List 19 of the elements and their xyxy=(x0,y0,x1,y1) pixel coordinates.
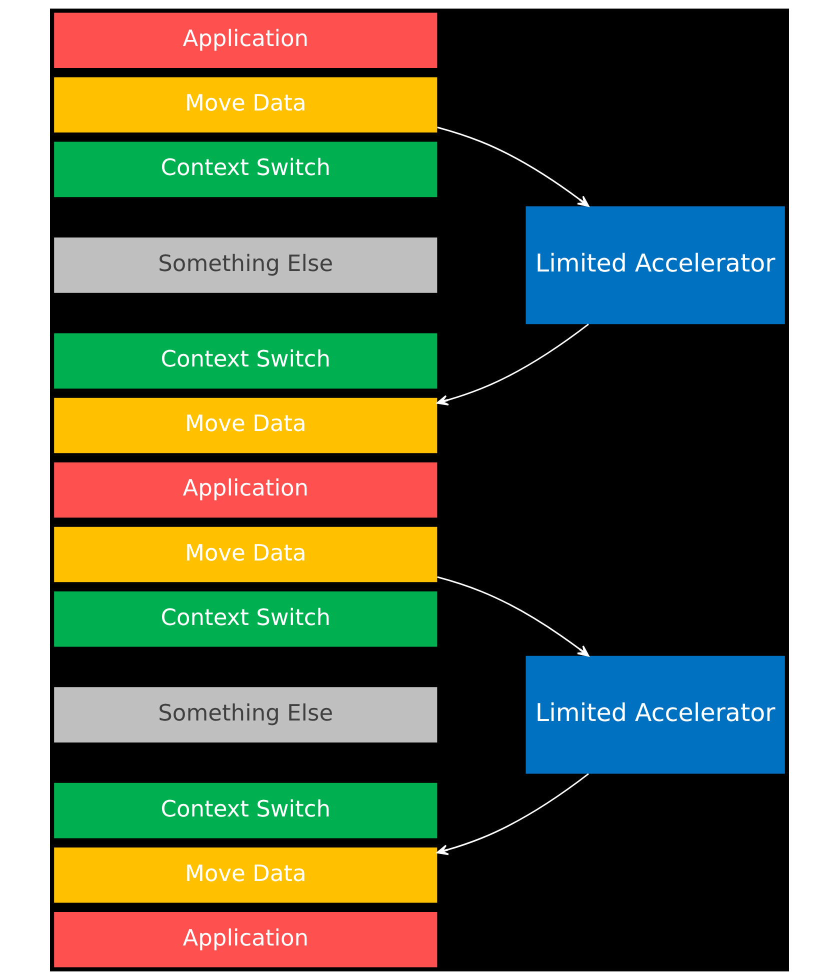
node-box: Move Data xyxy=(54,847,437,903)
node-box: Limited Accelerator xyxy=(525,656,784,774)
arrow xyxy=(436,576,589,657)
node-box: Move Data xyxy=(54,398,437,454)
node-box: Context Switch xyxy=(54,591,437,647)
node-box: Context Switch xyxy=(54,142,437,198)
node-box: Something Else xyxy=(54,687,437,742)
arrow xyxy=(436,126,589,207)
node-box: Application xyxy=(54,12,437,68)
node-box: Something Else xyxy=(54,238,437,293)
node-box: Application xyxy=(54,912,437,968)
node-box: Limited Accelerator xyxy=(525,206,784,324)
arrow xyxy=(436,324,588,406)
node-box: Context Switch xyxy=(54,782,437,838)
node-box: Context Switch xyxy=(54,333,437,389)
arrow xyxy=(436,773,588,856)
node-box: Move Data xyxy=(54,526,437,582)
node-box: Move Data xyxy=(54,77,437,133)
node-box: Application xyxy=(54,462,437,518)
